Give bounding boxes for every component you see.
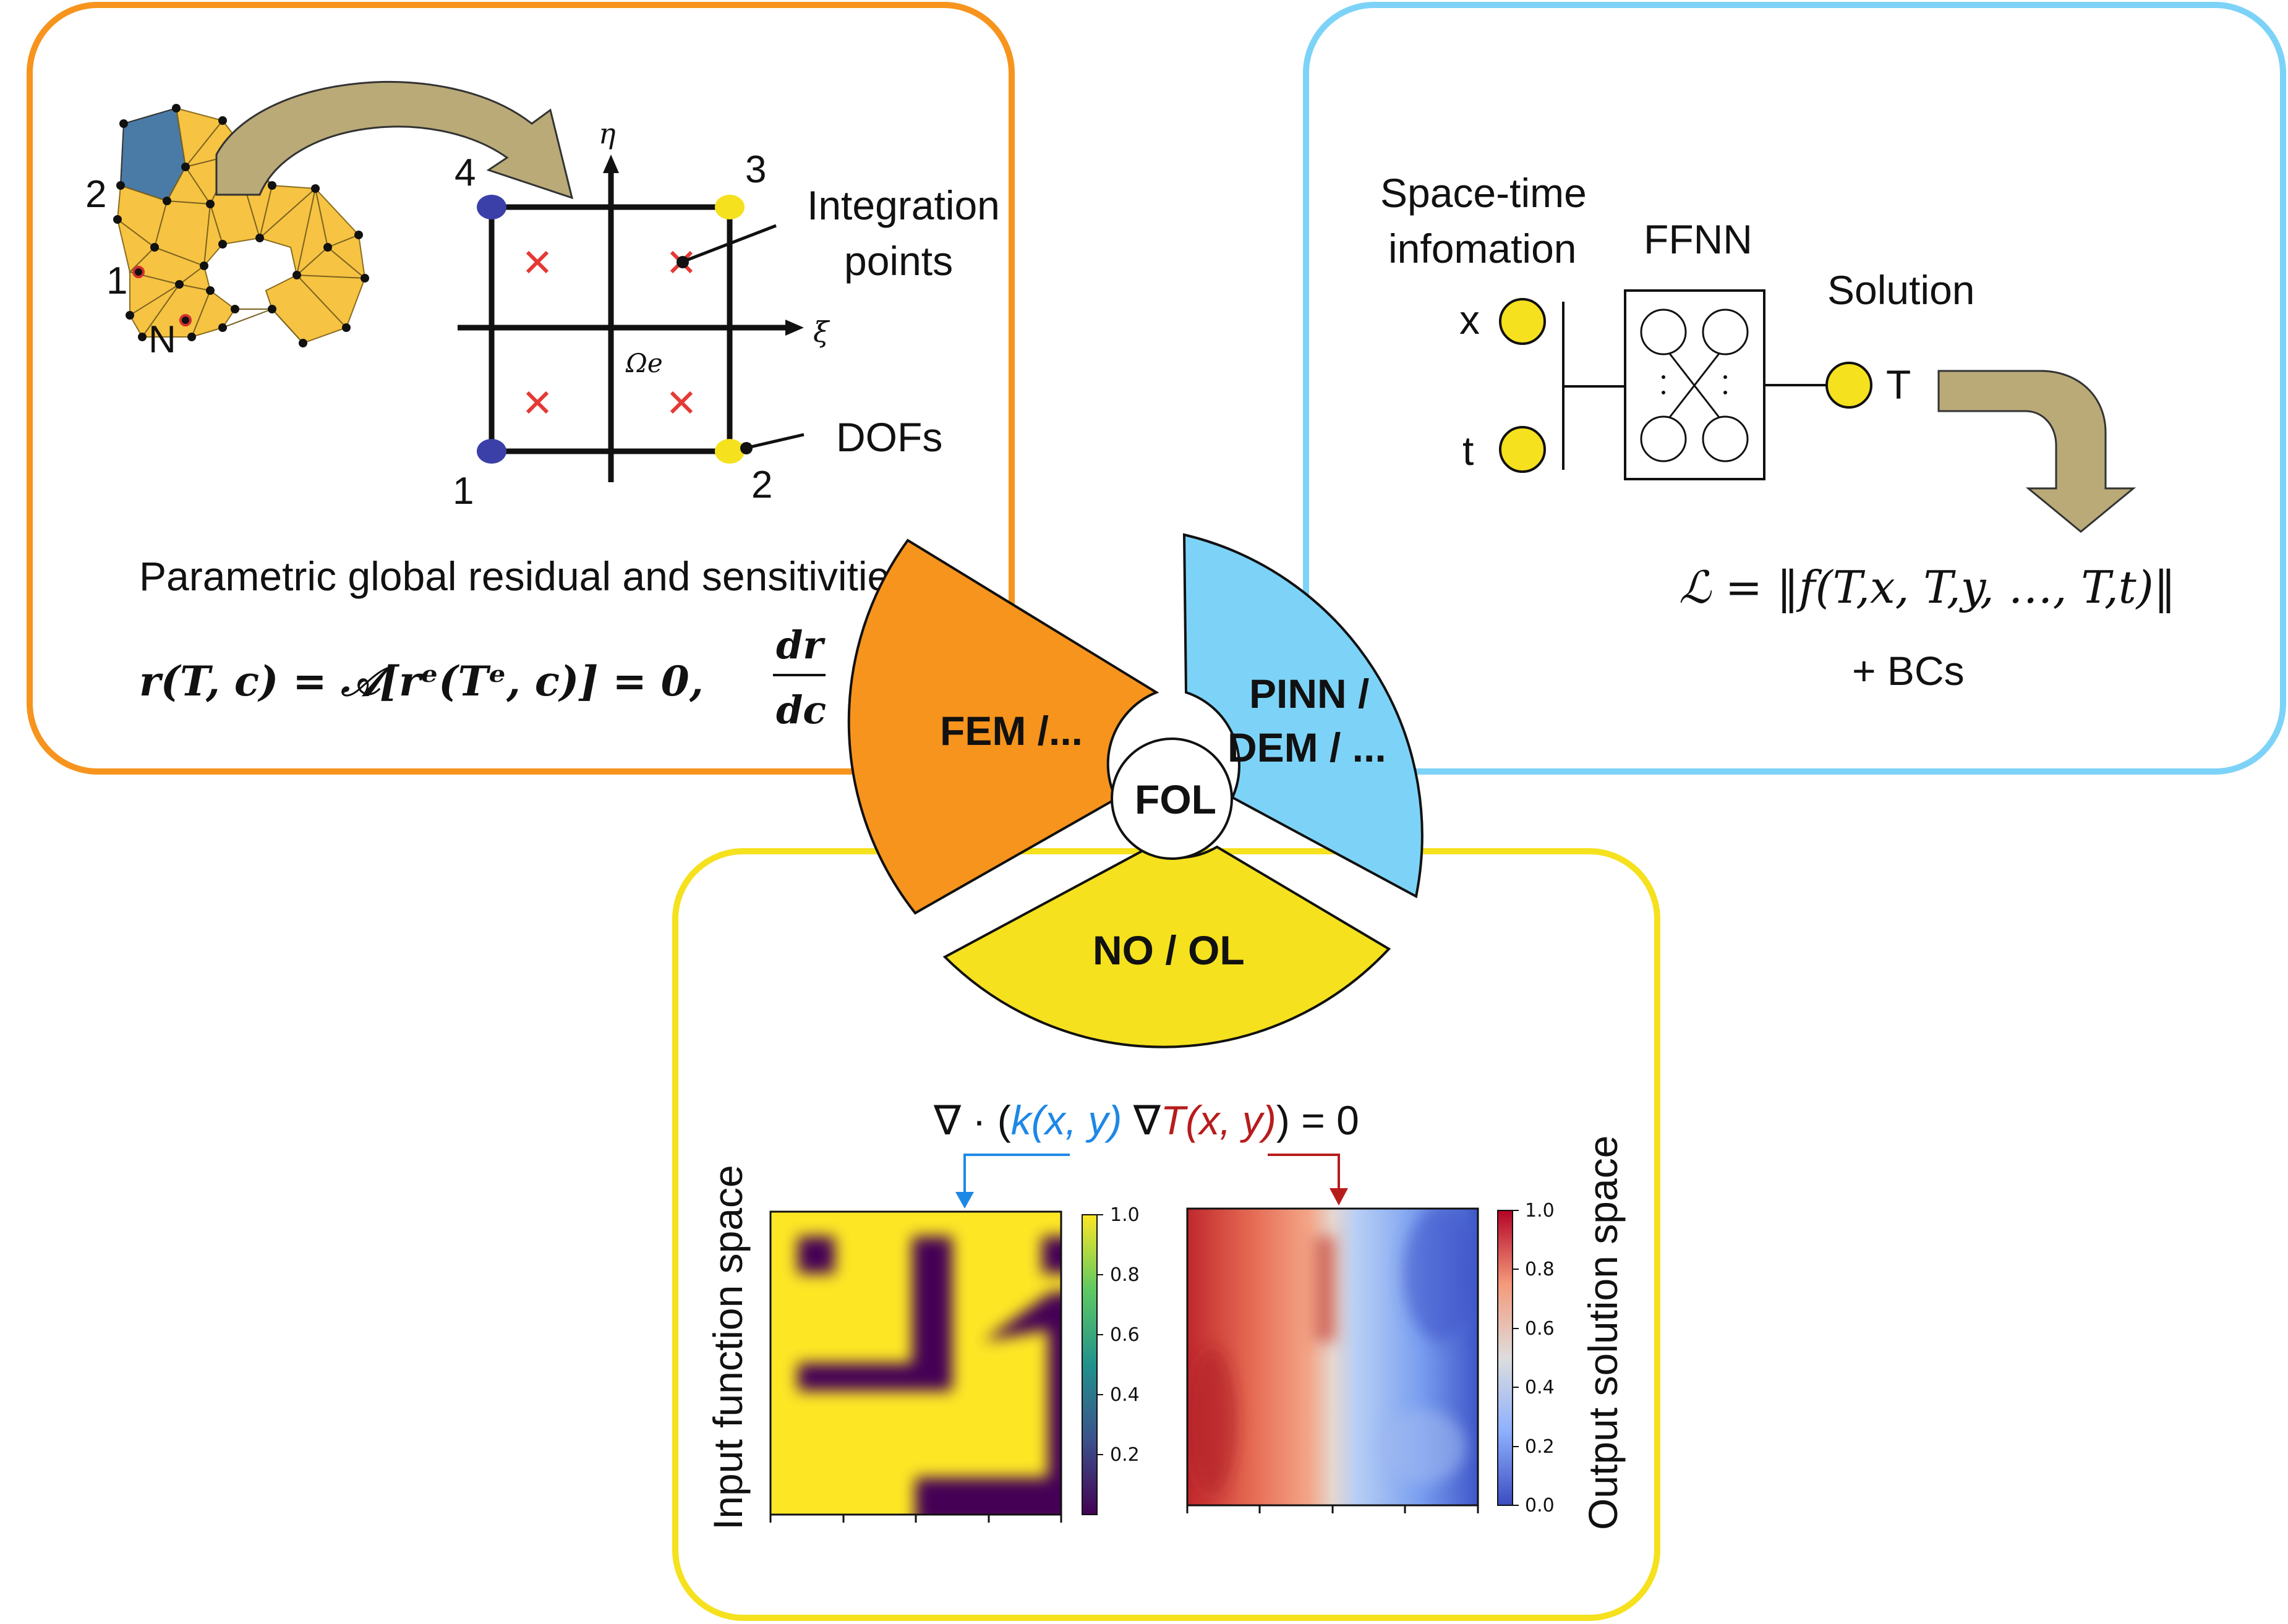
pde-t: T(x, y) xyxy=(1161,1097,1276,1143)
corner-label-3: 3 xyxy=(745,148,766,191)
output-tick-1: 1.0 xyxy=(1525,1200,1555,1222)
fem-caption: Parametric global residual and sensitivi… xyxy=(139,553,910,599)
pinn-panel-border xyxy=(1303,2,2286,775)
eta-arrowhead xyxy=(603,155,619,173)
input-t-label: t xyxy=(1462,428,1474,474)
pinn-sector-label-line2: DEM / ... xyxy=(1227,725,1386,770)
dof-node-2 xyxy=(715,439,745,464)
xi-arrowhead xyxy=(785,320,804,336)
space-time-label-line2: infomation xyxy=(1388,226,1577,271)
mesh-node-1 xyxy=(132,266,145,278)
output-tick-2: 0.8 xyxy=(1525,1259,1555,1280)
mesh-label-n: N xyxy=(148,318,176,361)
residual-equation: r(T, c) = 𝒜[rᵉ(Tᵉ, c)] = 0, xyxy=(139,657,704,705)
input-x-label: x xyxy=(1459,297,1480,342)
sensitivity-denominator: dc xyxy=(776,687,826,733)
dof-node-1 xyxy=(477,439,506,464)
xi-label: ξ xyxy=(813,315,830,349)
k-pointer xyxy=(963,1154,1070,1198)
t-pointer xyxy=(1268,1154,1340,1193)
integration-label-line1: Integration xyxy=(807,182,1000,228)
input-function-label: Input function space xyxy=(705,1165,751,1530)
fem-mesh xyxy=(113,104,369,347)
bend-arrow xyxy=(1937,370,2136,533)
input-tick-4: 0.4 xyxy=(1110,1384,1140,1406)
sensitivity-numerator: dr xyxy=(776,623,826,668)
pde-prefix: ∇ · ( xyxy=(933,1097,1011,1143)
solution-label: Solution xyxy=(1827,267,1975,313)
input-heatmap: 1.0 0.8 0.6 0.4 0.2 xyxy=(769,1204,1140,1523)
omega-label: Ωe xyxy=(625,348,663,378)
input-colorbar xyxy=(1082,1214,1098,1515)
fem-sector-label: FEM /... xyxy=(940,708,1083,754)
pde-grad: ∇ xyxy=(1122,1097,1161,1143)
dof-pointer xyxy=(745,433,805,450)
t-pointer-head xyxy=(1330,1188,1348,1205)
loss-equation: ℒ = ‖f(T,x, T,y, …, T,t)‖ xyxy=(1679,561,2176,613)
output-tick-4: 0.4 xyxy=(1525,1377,1555,1398)
output-tick-6: 0.0 xyxy=(1525,1495,1555,1516)
no-sector-label: NO / OL xyxy=(1093,927,1245,973)
ffnn-label: FFNN xyxy=(1644,216,1752,262)
input-heatmap-field xyxy=(798,1236,1061,1515)
fol-pie xyxy=(847,533,1424,1048)
ffnn-box xyxy=(1624,289,1765,480)
dof-node-4 xyxy=(477,195,506,219)
pde-suffix: ) = 0 xyxy=(1276,1097,1359,1143)
bcs-label: + BCs xyxy=(1852,648,1965,694)
output-t-label: T xyxy=(1886,362,1911,407)
pde-k: k(x, y) xyxy=(1011,1097,1122,1143)
space-time-label-line1: Space-time xyxy=(1380,170,1587,216)
k-pointer-head xyxy=(955,1192,974,1209)
integration-label-line2: points xyxy=(844,238,953,284)
fem-panel-border xyxy=(27,2,1015,775)
fem-sector xyxy=(847,538,1159,915)
mesh-nodes xyxy=(113,104,369,347)
output-tick-3: 0.6 xyxy=(1525,1318,1555,1340)
pinn-sector-label-line1: PINN / xyxy=(1249,671,1369,716)
input-tick-2: 0.8 xyxy=(1110,1264,1140,1286)
input-tick-5: 0.2 xyxy=(1110,1444,1140,1466)
pde-equation: ∇ · (k(x, y) ∇T(x, y)) = 0 xyxy=(933,1097,1359,1143)
output-tick-5: 0.2 xyxy=(1525,1436,1555,1458)
mesh-node-n xyxy=(179,314,192,326)
input-tick-3: 0.6 xyxy=(1110,1324,1140,1346)
mapping-arrow xyxy=(215,81,574,200)
output-heatmap: 1.0 0.8 0.6 0.4 0.2 0.0 xyxy=(1186,1200,1555,1516)
dof-pointer-dot xyxy=(740,442,753,454)
corner-label-2: 2 xyxy=(751,464,772,506)
mesh-label-1: 1 xyxy=(106,260,127,302)
integration-pointer-dot xyxy=(677,256,689,268)
input-t-node xyxy=(1499,426,1546,473)
corner-label-4: 4 xyxy=(455,151,476,194)
fol-center-label: FOL xyxy=(1135,776,1216,822)
input-x-node xyxy=(1499,298,1546,345)
integration-pointer xyxy=(681,224,777,264)
output-t-node xyxy=(1825,362,1872,409)
corner-label-1: 1 xyxy=(453,470,474,512)
output-solution-label: Output solution space xyxy=(1580,1136,1626,1530)
pinn-sector xyxy=(1182,533,1424,899)
output-colorbar xyxy=(1497,1210,1513,1506)
fol-center-circle xyxy=(1111,738,1233,860)
eta-label: η xyxy=(599,117,616,150)
dof-node-3 xyxy=(715,195,745,219)
reference-element xyxy=(458,167,792,482)
input-tick-1: 1.0 xyxy=(1110,1204,1140,1226)
mesh-label-2: 2 xyxy=(85,173,106,216)
dofs-label: DOFs xyxy=(836,414,942,460)
